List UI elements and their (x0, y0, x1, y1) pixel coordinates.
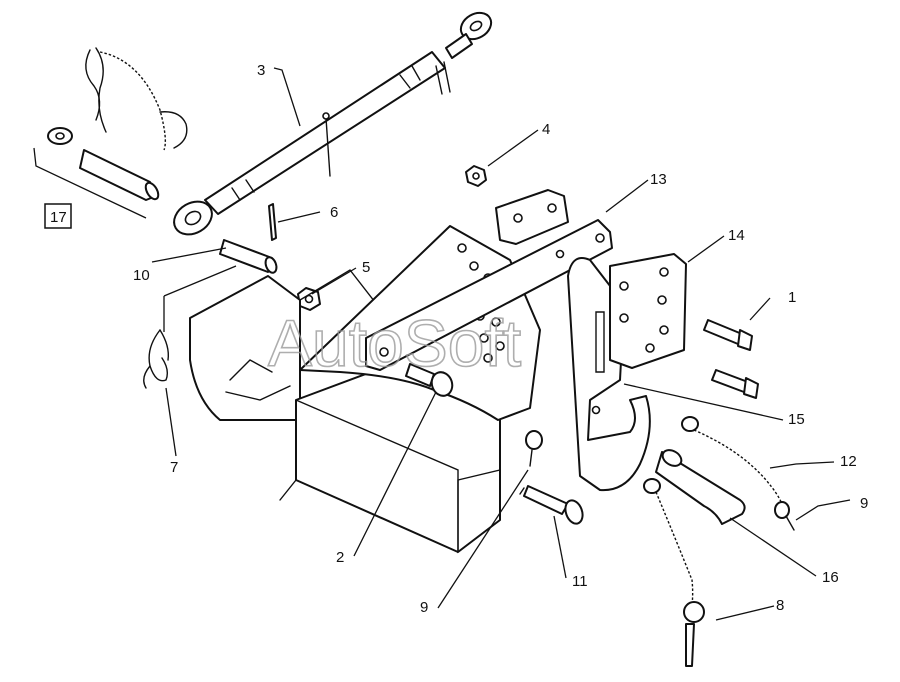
ring-clip-right (774, 501, 795, 531)
top-link-assembly (173, 11, 493, 236)
callout-10: 10 (133, 267, 150, 284)
callout-12: 12 (840, 453, 857, 470)
bolt-lower (711, 369, 759, 399)
callout-13: 13 (650, 171, 667, 188)
hitch-pin (519, 485, 584, 525)
callout-16: 16 (822, 569, 839, 586)
callout-3: 3 (257, 62, 265, 79)
ring-clip-left (525, 430, 543, 467)
callout-4: 4 (542, 121, 550, 138)
callout-1: 1 (788, 289, 796, 306)
callout-11: 11 (572, 573, 588, 590)
leader-lines (151, 67, 851, 621)
rear-bracket (495, 189, 569, 245)
hook-plate (567, 257, 651, 492)
link-plate (365, 219, 613, 371)
spring-clip (143, 329, 170, 389)
callout-8: 8 (776, 597, 784, 614)
bolt-upper (703, 319, 753, 351)
callout-17-box (44, 203, 72, 229)
callout-14: 14 (728, 227, 745, 244)
side-plate (609, 253, 687, 369)
roll-pin (268, 203, 277, 241)
callout-labels: 3 4 13 6 14 5 10 1 15 12 7 9 2 16 11 8 9… (44, 62, 868, 616)
latch-with-chain (643, 416, 783, 617)
nut-upper (465, 165, 487, 187)
bolt-center (405, 363, 454, 397)
lift-pin-kit (33, 47, 188, 219)
callout-2: 2 (336, 549, 344, 566)
callout-6: 6 (330, 204, 338, 221)
callout-15: 15 (788, 411, 805, 428)
callout-9-left: 9 (420, 599, 428, 616)
callout-5: 5 (362, 259, 370, 276)
callout-17: 17 (50, 209, 67, 226)
lock-pin (683, 601, 705, 667)
callout-9-right: 9 (860, 495, 868, 512)
callout-7: 7 (170, 459, 178, 476)
watermark: AutoSoft (268, 306, 521, 380)
